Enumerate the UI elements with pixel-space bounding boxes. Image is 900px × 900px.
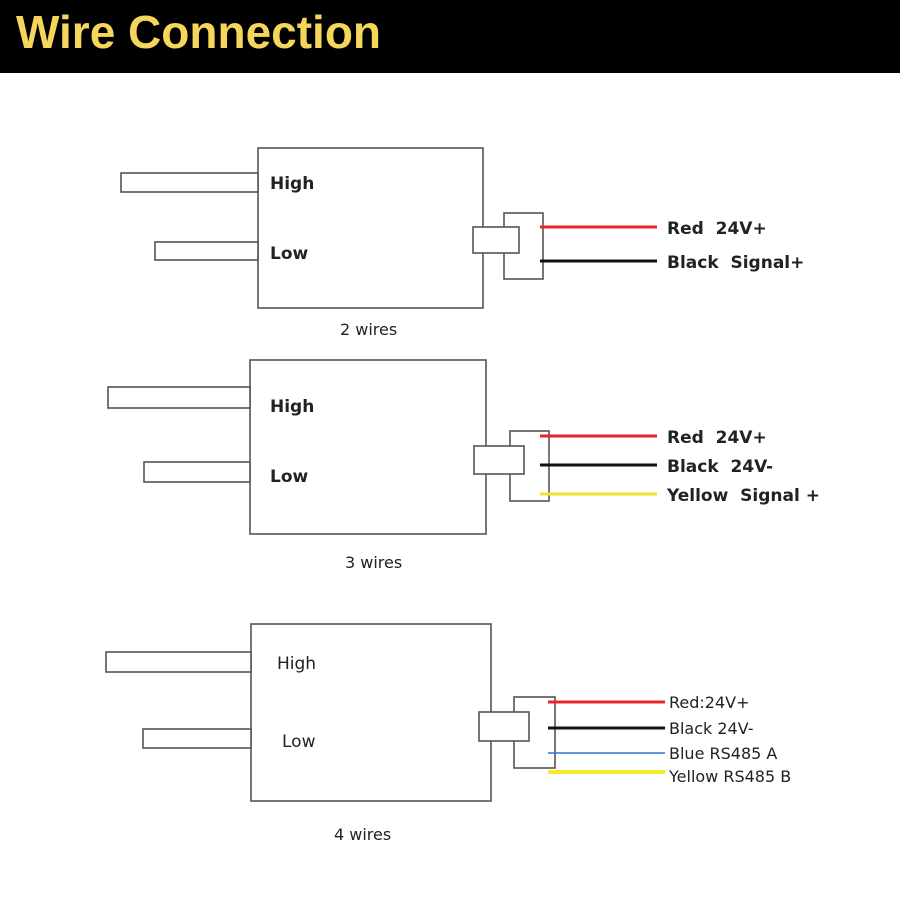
- diagram-2-wires: [120, 147, 657, 309]
- diagram-caption: 3 wires: [345, 553, 402, 572]
- wire-label-yellow: Yellow RS485 B: [668, 767, 791, 786]
- high-pressure-port: [107, 386, 251, 409]
- low-pressure-port: [143, 461, 251, 483]
- port-label-high: High: [270, 397, 314, 417]
- transmitter-body: [249, 359, 487, 535]
- diagram-caption: 4 wires: [334, 825, 391, 844]
- high-pressure-port: [120, 172, 259, 193]
- port-label-low: Low: [282, 732, 316, 752]
- low-pressure-port: [142, 728, 252, 749]
- port-label-low: Low: [270, 467, 309, 487]
- wire-label-red: Red:24V+: [669, 693, 750, 712]
- wire-label-red: Red 24V+: [667, 219, 767, 239]
- port-label-high: High: [270, 174, 314, 194]
- diagram-caption: 2 wires: [340, 320, 397, 339]
- connector-plug: [478, 711, 530, 742]
- port-label-low: Low: [270, 244, 309, 264]
- connector-plug: [473, 445, 525, 475]
- wire-label-red: Red 24V+: [667, 428, 767, 448]
- wire-label-black: Black 24V-: [669, 719, 754, 738]
- transmitter-body: [250, 623, 492, 802]
- header-bar: Wire Connection: [0, 0, 900, 73]
- wire-label-black: Black Signal+: [667, 253, 804, 273]
- diagram-4-wires: [105, 623, 665, 802]
- page-title: Wire Connection: [16, 6, 382, 58]
- high-pressure-port: [105, 651, 252, 673]
- wire-label-yellow: Yellow Signal +: [666, 486, 820, 506]
- low-pressure-port: [154, 241, 259, 261]
- wire-label-blue: Blue RS485 A: [669, 744, 777, 763]
- connector-plug: [472, 226, 520, 254]
- port-label-high: High: [277, 654, 316, 674]
- transmitter-body: [257, 147, 484, 309]
- diagram-3-wires: [107, 359, 657, 535]
- wire-label-black: Black 24V-: [667, 457, 773, 477]
